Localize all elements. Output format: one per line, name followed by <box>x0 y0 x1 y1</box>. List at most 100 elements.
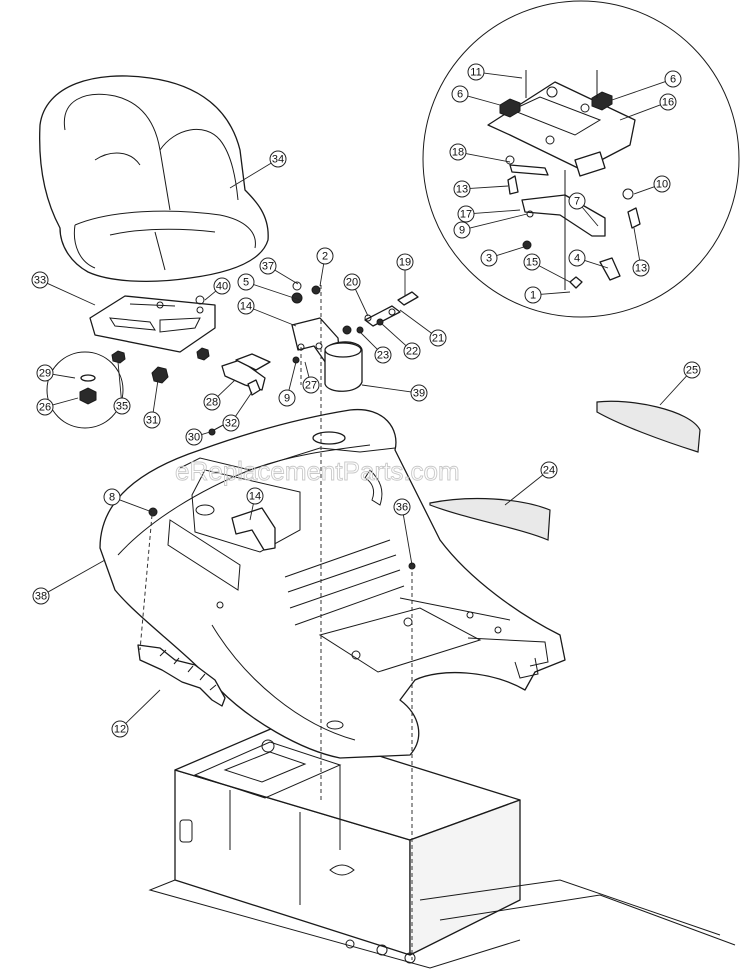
callout-circle <box>457 205 475 223</box>
callout-leader-line <box>253 284 301 301</box>
callout-label: 5 <box>243 277 249 289</box>
callout-circle <box>278 389 296 407</box>
callout-27: 27 <box>302 361 320 394</box>
fender-body <box>99 408 566 759</box>
callout-label: 32 <box>225 418 237 430</box>
seat-knob-31 <box>151 366 169 384</box>
callout-circle <box>540 461 558 479</box>
callout-circle <box>103 488 121 506</box>
callout-leader-line <box>633 227 641 261</box>
callout-circle <box>203 393 221 411</box>
callout-leader-line <box>201 431 211 436</box>
callout-circle <box>429 329 447 347</box>
decal-plate <box>596 400 701 453</box>
callout-circle <box>632 259 650 277</box>
callout-40: 40 <box>204 277 231 301</box>
callout-circle <box>246 487 264 505</box>
callout-leader-line <box>47 559 106 593</box>
callout-leader-line <box>496 245 528 257</box>
callout-31: 31 <box>143 379 161 429</box>
callout-38: 38 <box>32 559 106 605</box>
callout-14: 14 <box>246 487 264 521</box>
callout-label: 19 <box>399 257 411 269</box>
callout-leader-line <box>125 689 161 724</box>
callout-37: 37 <box>259 257 299 285</box>
callout-6: 6 <box>451 85 501 106</box>
callout-leader-line <box>611 81 666 101</box>
callout-leader-line <box>483 72 523 79</box>
callout-leader-line <box>288 361 297 391</box>
callout-leader-line <box>319 263 325 287</box>
callout-circle <box>568 249 586 267</box>
callout-circle <box>222 414 240 432</box>
callout-label: 4 <box>574 253 580 265</box>
callout-label: 24 <box>543 465 555 477</box>
callout-8: 8 <box>103 488 153 513</box>
callout-leader-line <box>249 503 254 521</box>
callout-circle <box>113 397 131 415</box>
callout-leader-line <box>469 213 528 229</box>
callout-leader-line <box>633 186 655 195</box>
callout-leader-line <box>402 514 413 566</box>
callout-leader-line <box>467 95 501 106</box>
callout-circle <box>523 253 541 271</box>
callout-circle <box>36 364 54 382</box>
callout-label: 17 <box>460 209 472 221</box>
callout-13: 13 <box>453 180 509 198</box>
callout-label: 11 <box>470 67 481 79</box>
callout-26: 26 <box>36 397 79 416</box>
seat-pan <box>89 295 216 353</box>
callout-label: 23 <box>377 350 389 362</box>
callout-circle <box>451 85 469 103</box>
callout-label: 12 <box>114 724 126 736</box>
callout-leader-line <box>304 361 310 378</box>
callout-22: 22 <box>381 323 421 360</box>
callout-leader-line <box>473 209 521 214</box>
callout-28: 28 <box>203 379 236 411</box>
screw-8 <box>148 507 158 517</box>
callout-23: 23 <box>359 331 392 364</box>
callout-label: 15 <box>526 257 538 269</box>
callout-18: 18 <box>449 143 511 163</box>
callout-label: 30 <box>188 432 200 444</box>
callout-leader-line <box>504 474 544 506</box>
callout-13: 13 <box>632 227 650 277</box>
rail-notches <box>159 649 217 691</box>
callout-circle <box>453 221 471 239</box>
callout-34: 34 <box>229 150 287 189</box>
callout-label: 34 <box>272 154 284 166</box>
callout-label: 1 <box>530 290 536 302</box>
seat-adjust-rail <box>137 644 226 707</box>
callout-label: 9 <box>459 225 465 237</box>
callout-14: 14 <box>237 297 297 327</box>
callout-leader-line <box>465 153 511 163</box>
callout-label: 13 <box>456 184 468 196</box>
callout-label: 18 <box>452 147 464 159</box>
fuel-cap <box>324 341 363 392</box>
callout-label: 25 <box>686 365 698 377</box>
callout-leader-line <box>469 185 509 189</box>
callout-label: 29 <box>39 368 51 380</box>
callout-32: 32 <box>222 391 253 432</box>
callout-label: 2 <box>322 251 328 263</box>
callout-29: 29 <box>36 364 76 382</box>
callout-leader-line <box>581 206 599 227</box>
callout-label: 26 <box>39 402 51 414</box>
callout-35: 35 <box>113 361 131 415</box>
callout-label: 40 <box>216 281 228 293</box>
callout-leader-line <box>217 379 236 397</box>
callout-5: 5 <box>237 273 301 301</box>
callout-circle <box>403 342 421 360</box>
callout-label: 38 <box>35 591 47 603</box>
callout-label: 21 <box>432 333 444 345</box>
callout-leader-line <box>52 373 76 379</box>
callout-33: 33 <box>31 271 96 306</box>
seat <box>39 75 269 283</box>
callout-leader-line <box>538 265 571 283</box>
callout-circle <box>185 428 203 446</box>
callout-11: 11 <box>467 63 523 81</box>
callout-circle <box>237 297 255 315</box>
callout-leader-line <box>117 361 122 399</box>
